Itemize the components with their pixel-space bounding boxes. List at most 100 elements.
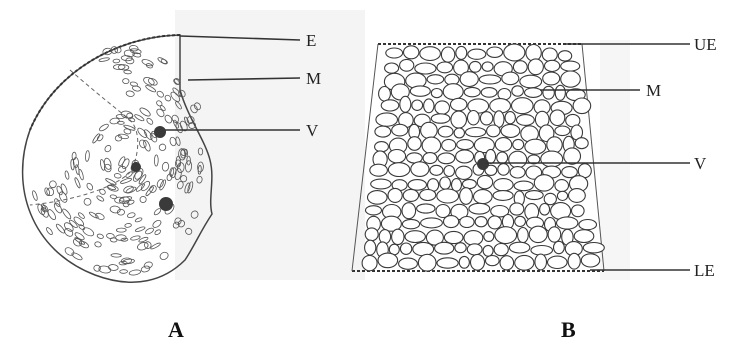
mesophyll-cell: [123, 128, 131, 135]
mesophyll-cell: [573, 98, 591, 114]
mesophyll-cell: [146, 117, 154, 125]
mesophyll-cell: [494, 179, 513, 191]
mesophyll-cell: [417, 204, 435, 213]
mesophyll-cell: [457, 140, 474, 150]
mesophyll-cell: [555, 85, 565, 100]
mesophyll-cell: [460, 72, 478, 87]
mesophyll-cell: [99, 57, 110, 62]
mesophyll-cell: [118, 133, 129, 139]
mesophyll-cell: [505, 112, 515, 124]
mesophyll-cell: [510, 203, 524, 215]
mesophyll-cell: [424, 99, 434, 113]
mesophyll-cell: [404, 46, 419, 59]
mesophyll-cell: [469, 203, 490, 214]
mesophyll-cell: [435, 101, 450, 114]
mesophyll-cell: [510, 167, 525, 178]
mesophyll-cell: [45, 227, 53, 236]
mesophyll-cell: [155, 108, 165, 118]
mesophyll-cell: [480, 112, 492, 125]
mesophyll-cell: [108, 264, 118, 271]
panel-a-caption: A: [168, 317, 184, 342]
mesophyll-cell: [64, 246, 76, 257]
mesophyll-cell: [83, 197, 93, 207]
mesophyll-cell: [139, 195, 148, 204]
mesophyll-cell: [376, 113, 398, 126]
mesophyll-cell: [464, 231, 483, 246]
mesophyll-cell: [561, 61, 580, 71]
mesophyll-cell: [494, 244, 508, 256]
mesophyll-cell: [420, 47, 441, 61]
panel-b-label-v: V: [694, 154, 707, 173]
mesophyll-cell: [421, 218, 443, 228]
mesophyll-cell: [442, 139, 456, 151]
mesophyll-cell: [85, 150, 90, 161]
panel-a-label-e: E: [306, 31, 316, 50]
mesophyll-cell: [550, 110, 565, 126]
mesophyll-cell: [153, 208, 162, 216]
mesophyll-cell: [135, 217, 143, 223]
mesophyll-cell: [581, 254, 599, 267]
mesophyll-cell: [438, 153, 455, 164]
mesophyll-cell: [89, 211, 99, 219]
mesophyll-cell: [525, 139, 546, 154]
mesophyll-cell: [517, 115, 535, 126]
panel-a-vascular-bundle: [159, 197, 173, 211]
mesophyll-cell: [408, 137, 421, 151]
panel-b-label-ue: UE: [694, 35, 717, 54]
mesophyll-cell: [127, 212, 136, 218]
mesophyll-cell: [540, 204, 550, 216]
mesophyll-cell: [421, 122, 438, 138]
panel-a-vascular-bundle: [154, 126, 166, 138]
mesophyll-cell: [64, 171, 69, 180]
mesophyll-cell: [412, 100, 423, 110]
mesophyll-cell: [437, 258, 458, 268]
panel-b-label-m: M: [646, 81, 661, 100]
mesophyll-cell: [97, 233, 104, 239]
mesophyll-cell: [475, 217, 487, 227]
mesophyll-cell: [466, 128, 486, 137]
mesophyll-cell: [120, 177, 132, 184]
mesophyll-cell: [120, 270, 128, 274]
mesophyll-cell: [388, 150, 405, 163]
mesophyll-cell: [114, 173, 122, 179]
mesophyll-cell: [579, 220, 597, 230]
mesophyll-cell: [368, 191, 388, 205]
mesophyll-cell: [542, 48, 557, 61]
mesophyll-cell: [463, 179, 477, 188]
mesophyll-cell: [145, 227, 155, 235]
mesophyll-cell: [134, 113, 145, 121]
mesophyll-cell: [460, 188, 473, 205]
mesophyll-cell: [98, 123, 109, 132]
mesophyll-cell: [456, 150, 474, 163]
mesophyll-cell: [129, 269, 141, 276]
mesophyll-cell: [132, 85, 141, 92]
mesophyll-cell: [362, 255, 377, 270]
mesophyll-cell: [150, 242, 161, 250]
mesophyll-cell: [418, 254, 436, 271]
mesophyll-cell: [420, 190, 436, 201]
mesophyll-cell: [574, 230, 594, 243]
mesophyll-cell: [111, 253, 122, 257]
mesophyll-cell: [386, 48, 403, 58]
mesophyll-cell: [410, 86, 430, 96]
mesophyll-cell: [49, 180, 57, 188]
mesophyll-cell: [392, 124, 408, 136]
mesophyll-cell: [487, 47, 503, 57]
mesophyll-cell: [135, 226, 146, 232]
mesophyll-cell: [441, 47, 454, 62]
mesophyll-cell: [104, 144, 112, 153]
mesophyll-cell: [460, 217, 474, 228]
mesophyll-cell: [477, 175, 492, 188]
mesophyll-cell: [467, 244, 482, 255]
mesophyll-cell: [564, 148, 581, 164]
mesophyll-cell: [451, 98, 467, 110]
mesophyll-cell: [488, 216, 501, 229]
mesophyll-cell: [572, 205, 585, 217]
mesophyll-cell: [451, 111, 467, 128]
mesophyll-cell: [501, 124, 520, 137]
mesophyll-cell: [156, 100, 164, 107]
mesophyll-cell: [385, 63, 399, 73]
mesophyll-cell: [422, 137, 441, 154]
mesophyll-cell: [583, 243, 604, 253]
mesophyll-cell: [469, 61, 481, 72]
